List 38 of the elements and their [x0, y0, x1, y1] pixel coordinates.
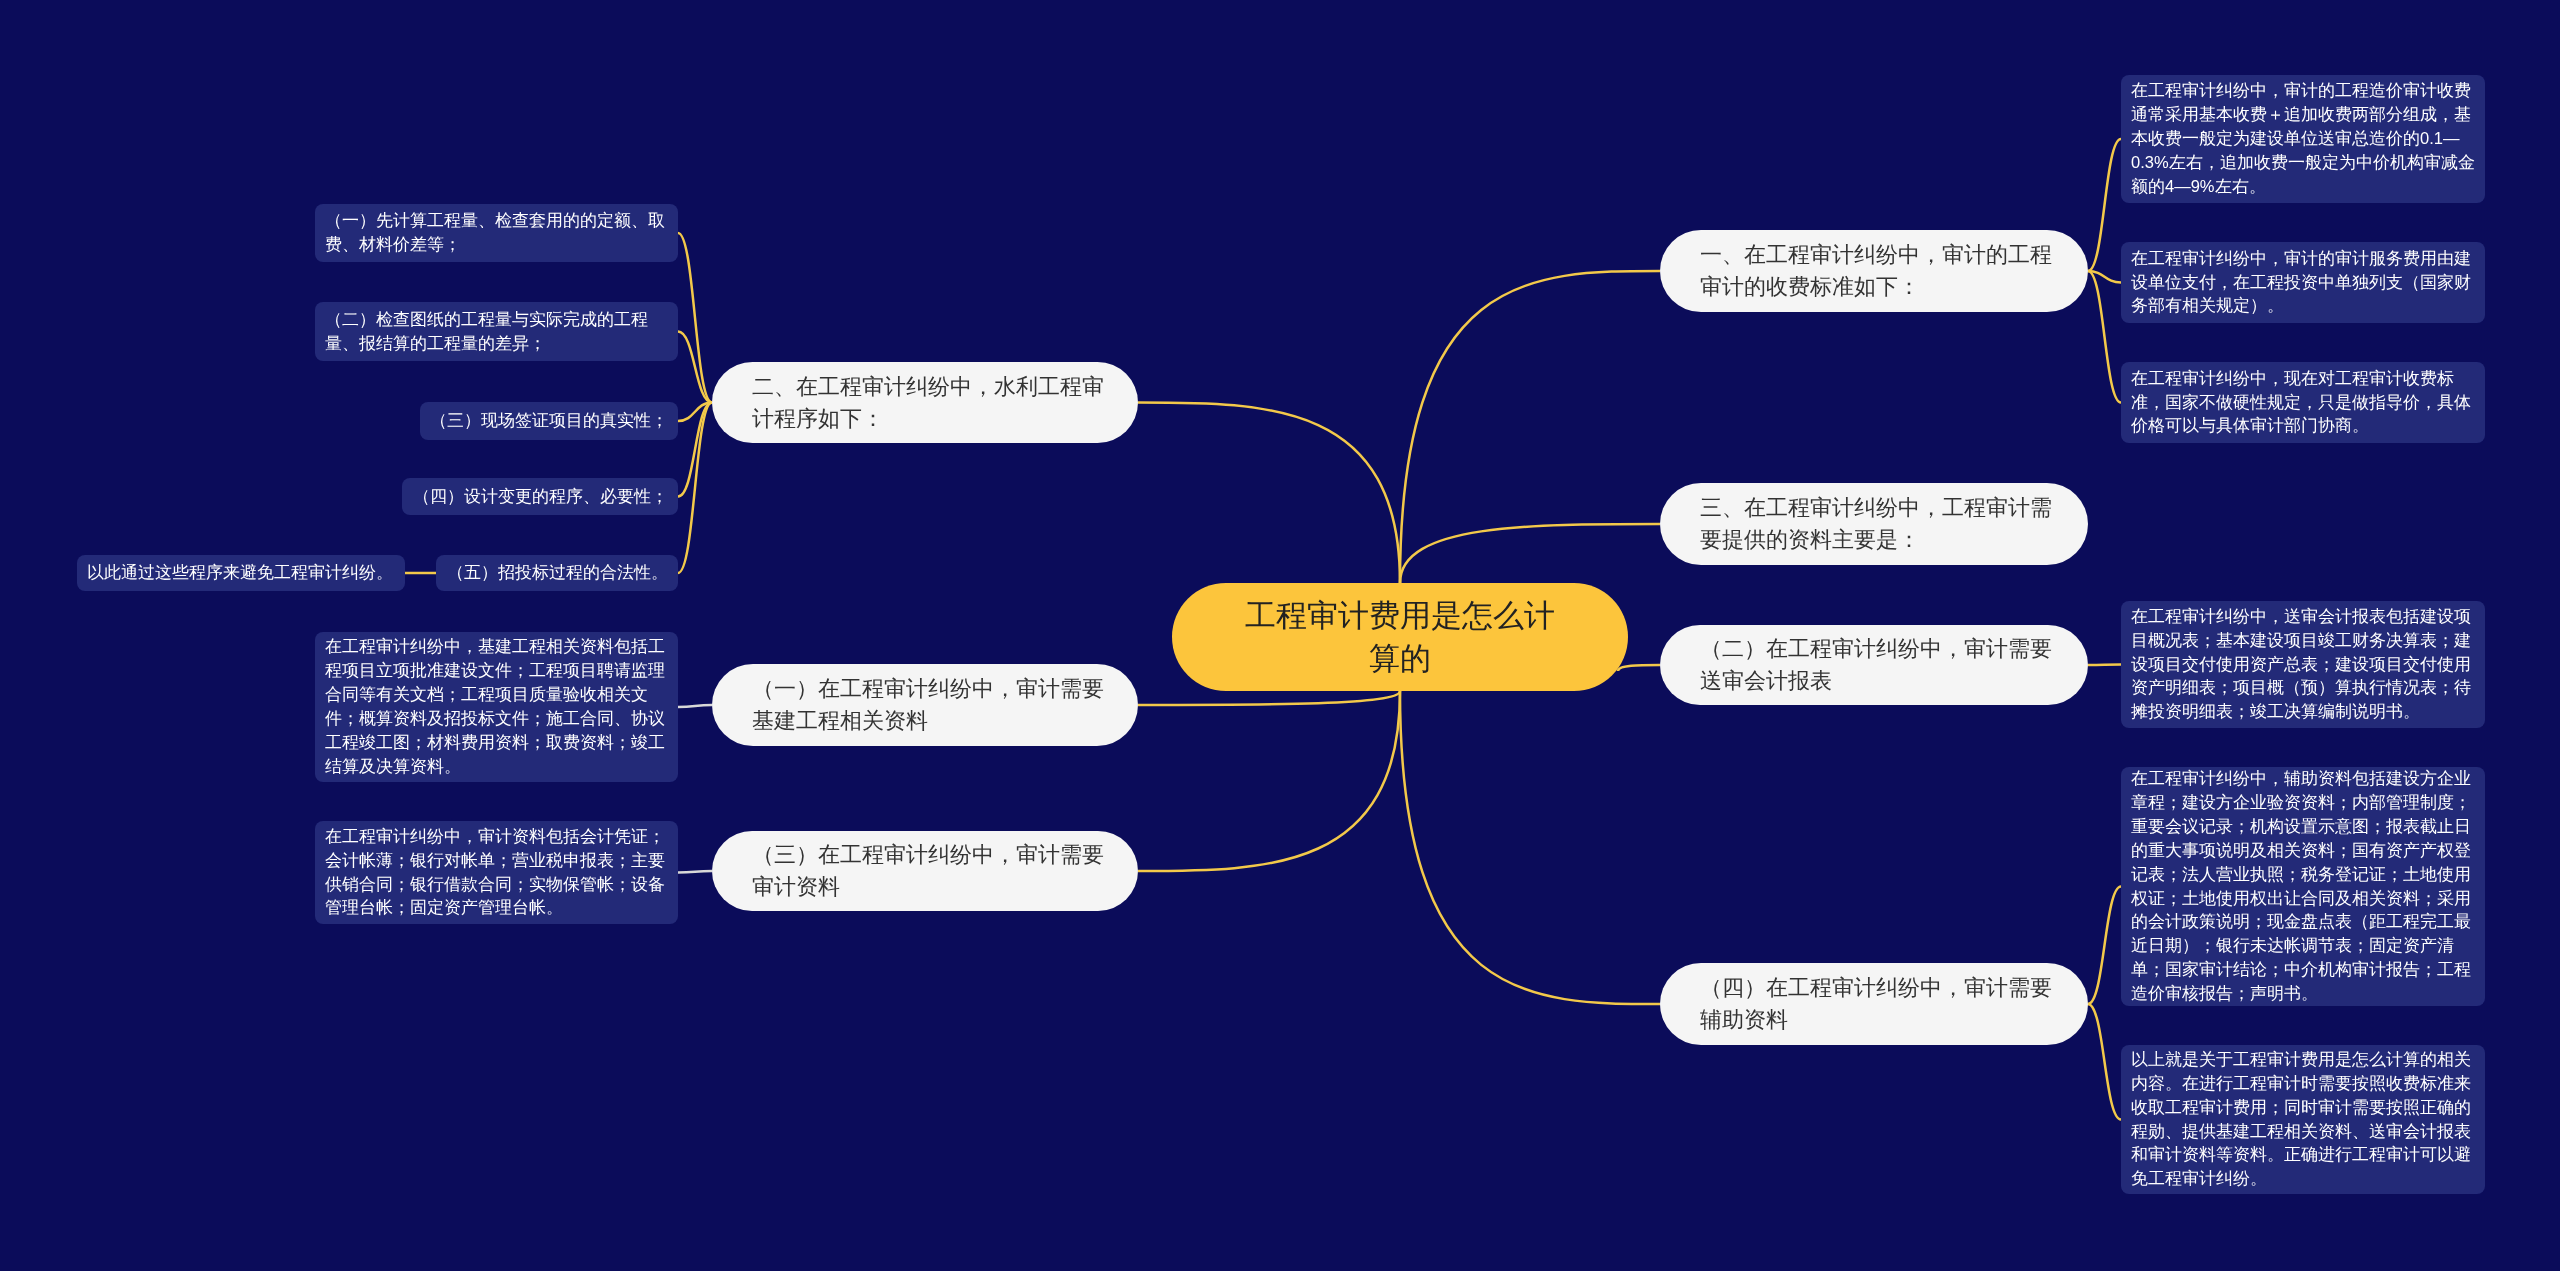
connector-line	[2087, 1002, 2122, 1121]
connector-line	[1138, 401, 1402, 584]
connector-line	[2087, 269, 2122, 284]
note-box: （四）设计变更的程序、必要性；	[402, 478, 678, 515]
note-box: 在工程审计纠纷中，审计资料包括会计凭证；会计帐薄；银行对帐单；营业税申报表；主要供销合同；银行借款合同；实物保管帐；设备管理台帐；固定资产管理台帐。	[315, 821, 678, 924]
connector-line	[2087, 269, 2122, 404]
connector-line	[2088, 663, 2121, 667]
note-box: （五）招投标过程的合法性。	[436, 555, 678, 591]
connector-line	[2087, 137, 2122, 273]
note-box: （三）现场签证项目的真实性；	[420, 402, 678, 440]
central-topic: 工程审计费用是怎么计算的	[1172, 583, 1628, 691]
note-box: （二）检查图纸的工程量与实际完成的工程量、报结算的工程量的差异；	[315, 302, 678, 361]
connector-line	[1616, 663, 1660, 672]
connector-line	[1138, 690, 1402, 873]
connector-line	[678, 869, 712, 874]
note-box: 在工程审计纠纷中，送审会计报表包括建设项目概况表；基本建设项目竣工财务决算表；建设项目交付使用资产总表；建设项目交付使用资产明细表；项目概（预）算执行情况表；待摊投资明细表；竣工决算编制说明书。	[2121, 601, 2485, 728]
topic-pill: （四）在工程审计纠纷中，审计需要辅助资料	[1660, 963, 2088, 1045]
note-box: 以此通过这些程序来避免工程审计纠纷。	[77, 555, 405, 591]
note-box: 以上就是关于工程审计费用是怎么计算的相关内容。在进行工程审计时需要按照收费标准来收取工程审计费用；同时审计需要按照正确的程勋、提供基建工程相关资料、送审会计报表和审计资料等资料。正确进行工程审计可以避免工程审计纠纷。	[2121, 1045, 2485, 1194]
topic-pill: 三、在工程审计纠纷中，工程审计需要提供的资料主要是：	[1660, 483, 2088, 565]
topic-pill: 二、在工程审计纠纷中，水利工程审计程序如下：	[712, 362, 1138, 443]
note-box: 在工程审计纠纷中，基建工程相关资料包括工程项目立项批准建设文件；工程项目聘请监理合同等有关文档；工程项目质量验收相关文件；概算资料及招投标文件；施工合同、协议工程竣工图；材料费用资料；取费资料；竣工结算及决算资料。	[315, 632, 678, 782]
topic-pill: （二）在工程审计纠纷中，审计需要送审会计报表	[1660, 625, 2088, 705]
topic-pill: （三）在工程审计纠纷中，审计需要审计资料	[712, 831, 1138, 911]
connector-line	[1138, 690, 1401, 707]
note-box: 在工程审计纠纷中，现在对工程审计收费标准，国家不做硬性规定，只是做指导价，具体价格可以与具体审计部门协商。	[2121, 362, 2485, 443]
connector-line	[2087, 885, 2122, 1006]
connector-line	[677, 401, 713, 498]
connector-line	[405, 571, 436, 575]
connector-line	[678, 703, 712, 709]
note-box: 在工程审计纠纷中，辅助资料包括建设方企业章程；建设方企业验资资料；内部管理制度；重要会议记录；机构设置示意图；报表截止日的重大事项说明及相关资料；国有资产产权登记表；法人营业执照；税务登记证；土地使用权证；土地使用权出让合同及相关资料；采用的会计政策说明；现金盘点表（距工程完工最近日期）；银行未达帐调节表；固定资产清单；国家审计结论；中介机构审计报告；工程造价审核报告；声明书。	[2121, 767, 2485, 1006]
note-box: （一）先计算工程量、检查套用的的定额、取费、材料价差等；	[315, 204, 678, 262]
connector-line	[677, 401, 713, 574]
note-box: 在工程审计纠纷中，审计的审计服务费用由建设单位支付，在工程投资中单独列支（国家财务部有相关规定）。	[2121, 242, 2485, 323]
topic-pill: 一、在工程审计纠纷中，审计的工程审计的收费标准如下：	[1660, 230, 2088, 312]
topic-pill: （一）在工程审计纠纷中，审计需要基建工程相关资料	[712, 664, 1138, 746]
note-box: 在工程审计纠纷中，审计的工程造价审计收费通常采用基本收费＋追加收费两部分组成，基本收费一般定为建设单位送审总造价的0.1—0.3%左右，追加收费一般定为中价机构审减金额的4—9%左右。	[2121, 75, 2485, 203]
connector-line	[677, 232, 713, 404]
